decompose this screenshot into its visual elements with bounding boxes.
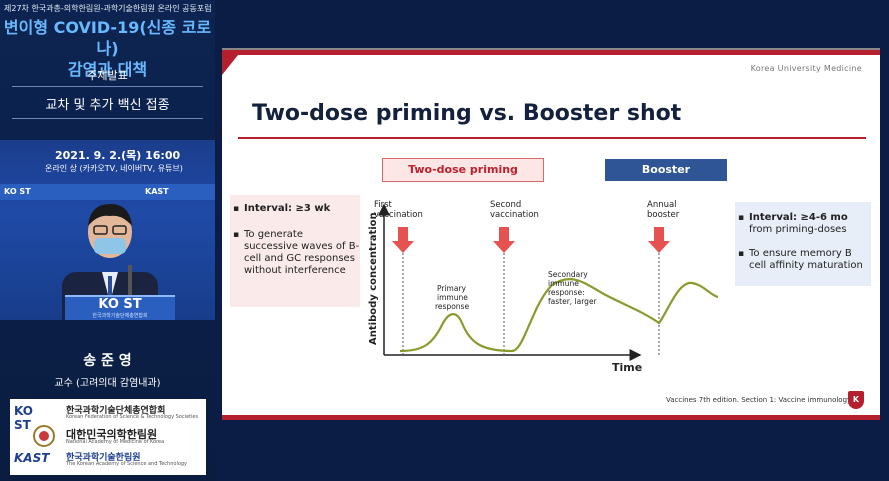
divider — [12, 118, 203, 119]
logo-sub: The Korean Academy of Science and Techno… — [66, 461, 188, 467]
podium-logo: KO ST — [98, 297, 142, 312]
talk-title: 교차 및 추가 백신 접종 — [45, 98, 170, 113]
title-rule — [238, 137, 866, 139]
section-label: 주제발표 — [87, 69, 128, 82]
logo-sub: National Academy of Medicine of Korea — [66, 439, 165, 445]
slide-shadow — [222, 48, 880, 51]
divider — [12, 86, 203, 87]
priming-interval-text: Interval: ≥3 wk — [244, 203, 331, 214]
priming-interval: Interval: ≥3 wk — [230, 203, 360, 215]
priming-notes: Interval: ≥3 wk To generate successive w… — [230, 195, 360, 307]
institution-label: Korea University Medicine — [750, 64, 862, 73]
event-venue: 온라인 상 (카카오TV, 네이버TV, 유튜브) — [45, 164, 183, 173]
podium: KO ST 한국과학기술단체총연합회 — [65, 295, 175, 320]
x-axis-label: Time — [612, 361, 642, 374]
podium-sub: 한국과학기술단체총연합회 — [92, 313, 148, 319]
booster-arrow-icon — [648, 227, 670, 253]
logo-mark: KAST — [14, 451, 50, 465]
video-logo-band: KO ST KAST — [0, 184, 215, 200]
speaker-video: 2021. 9. 2.(목) 16:00 온라인 상 (카카오TV, 네이버TV… — [0, 140, 215, 320]
booster-purpose-text: To ensure memory B cell affinity maturat… — [749, 248, 863, 271]
speaker-name: 송 준 영 — [83, 353, 132, 369]
vaccination-arrows — [392, 227, 670, 253]
video-logo-kofst: KO ST — [4, 187, 31, 196]
corner-accent — [222, 55, 238, 75]
antibody-curve — [399, 277, 719, 353]
priming-purpose: To generate successive waves of B-cell a… — [230, 229, 360, 277]
speaker-affiliation: 교수 (고려의대 감염내과) — [54, 378, 161, 389]
event-title-line2: 감염과 대책 — [67, 60, 148, 79]
namok-emblem-icon — [33, 425, 55, 447]
slide-title: Two-dose priming vs. Booster shot — [252, 101, 682, 126]
organizer-logos: KO ST 한국과학기술단체총연합회 Korean Federation of … — [10, 399, 206, 475]
priming-tag: Two-dose priming — [382, 158, 544, 182]
event-title-line1: 변이형 COVID-19(신종 코로나) — [3, 18, 212, 58]
event-guides — [402, 253, 660, 355]
booster-interval-suffix: from priming-doses — [749, 224, 847, 235]
logo-name: 대한민국의학한림원 — [66, 428, 158, 441]
presentation-slide: Korea University Medicine Two-dose primi… — [222, 50, 880, 420]
forum-title: 제27차 한국과총-의학한림원-과학기술한림원 온라인 공동포럼 — [4, 4, 211, 13]
sidebar: 제27차 한국과총-의학한림원-과학기술한림원 온라인 공동포럼 변이형 COV… — [0, 0, 215, 481]
priming-purpose-text: To generate successive waves of B-cell a… — [244, 229, 360, 276]
first-vaccination-arrow-icon — [392, 227, 414, 253]
event-date: 2021. 9. 2.(목) 16:00 — [55, 149, 181, 162]
booster-interval-text: Interval: ≥4-6 mo — [749, 212, 848, 223]
university-shield-icon: K — [848, 391, 864, 409]
video-logo-kast: KAST — [145, 187, 169, 196]
logo-name: 한국과학기술한림원 — [66, 453, 141, 463]
booster-purpose: To ensure memory B cell affinity maturat… — [735, 248, 871, 272]
event-title: 변이형 COVID-19(신종 코로나) 감염과 대책 — [0, 17, 215, 80]
reference: Vaccines 7th edition. Section 1: Vaccine… — [666, 396, 852, 404]
logo-sub: Korean Federation of Science & Technolog… — [66, 414, 199, 420]
y-axis-label: Antibody concentration — [368, 212, 379, 345]
second-vaccination-arrow-icon — [493, 227, 515, 253]
booster-tag: Booster — [605, 159, 727, 181]
logo-mark: KO ST — [14, 404, 33, 432]
logo-name: 한국과학기술단체총연합회 — [66, 406, 166, 416]
